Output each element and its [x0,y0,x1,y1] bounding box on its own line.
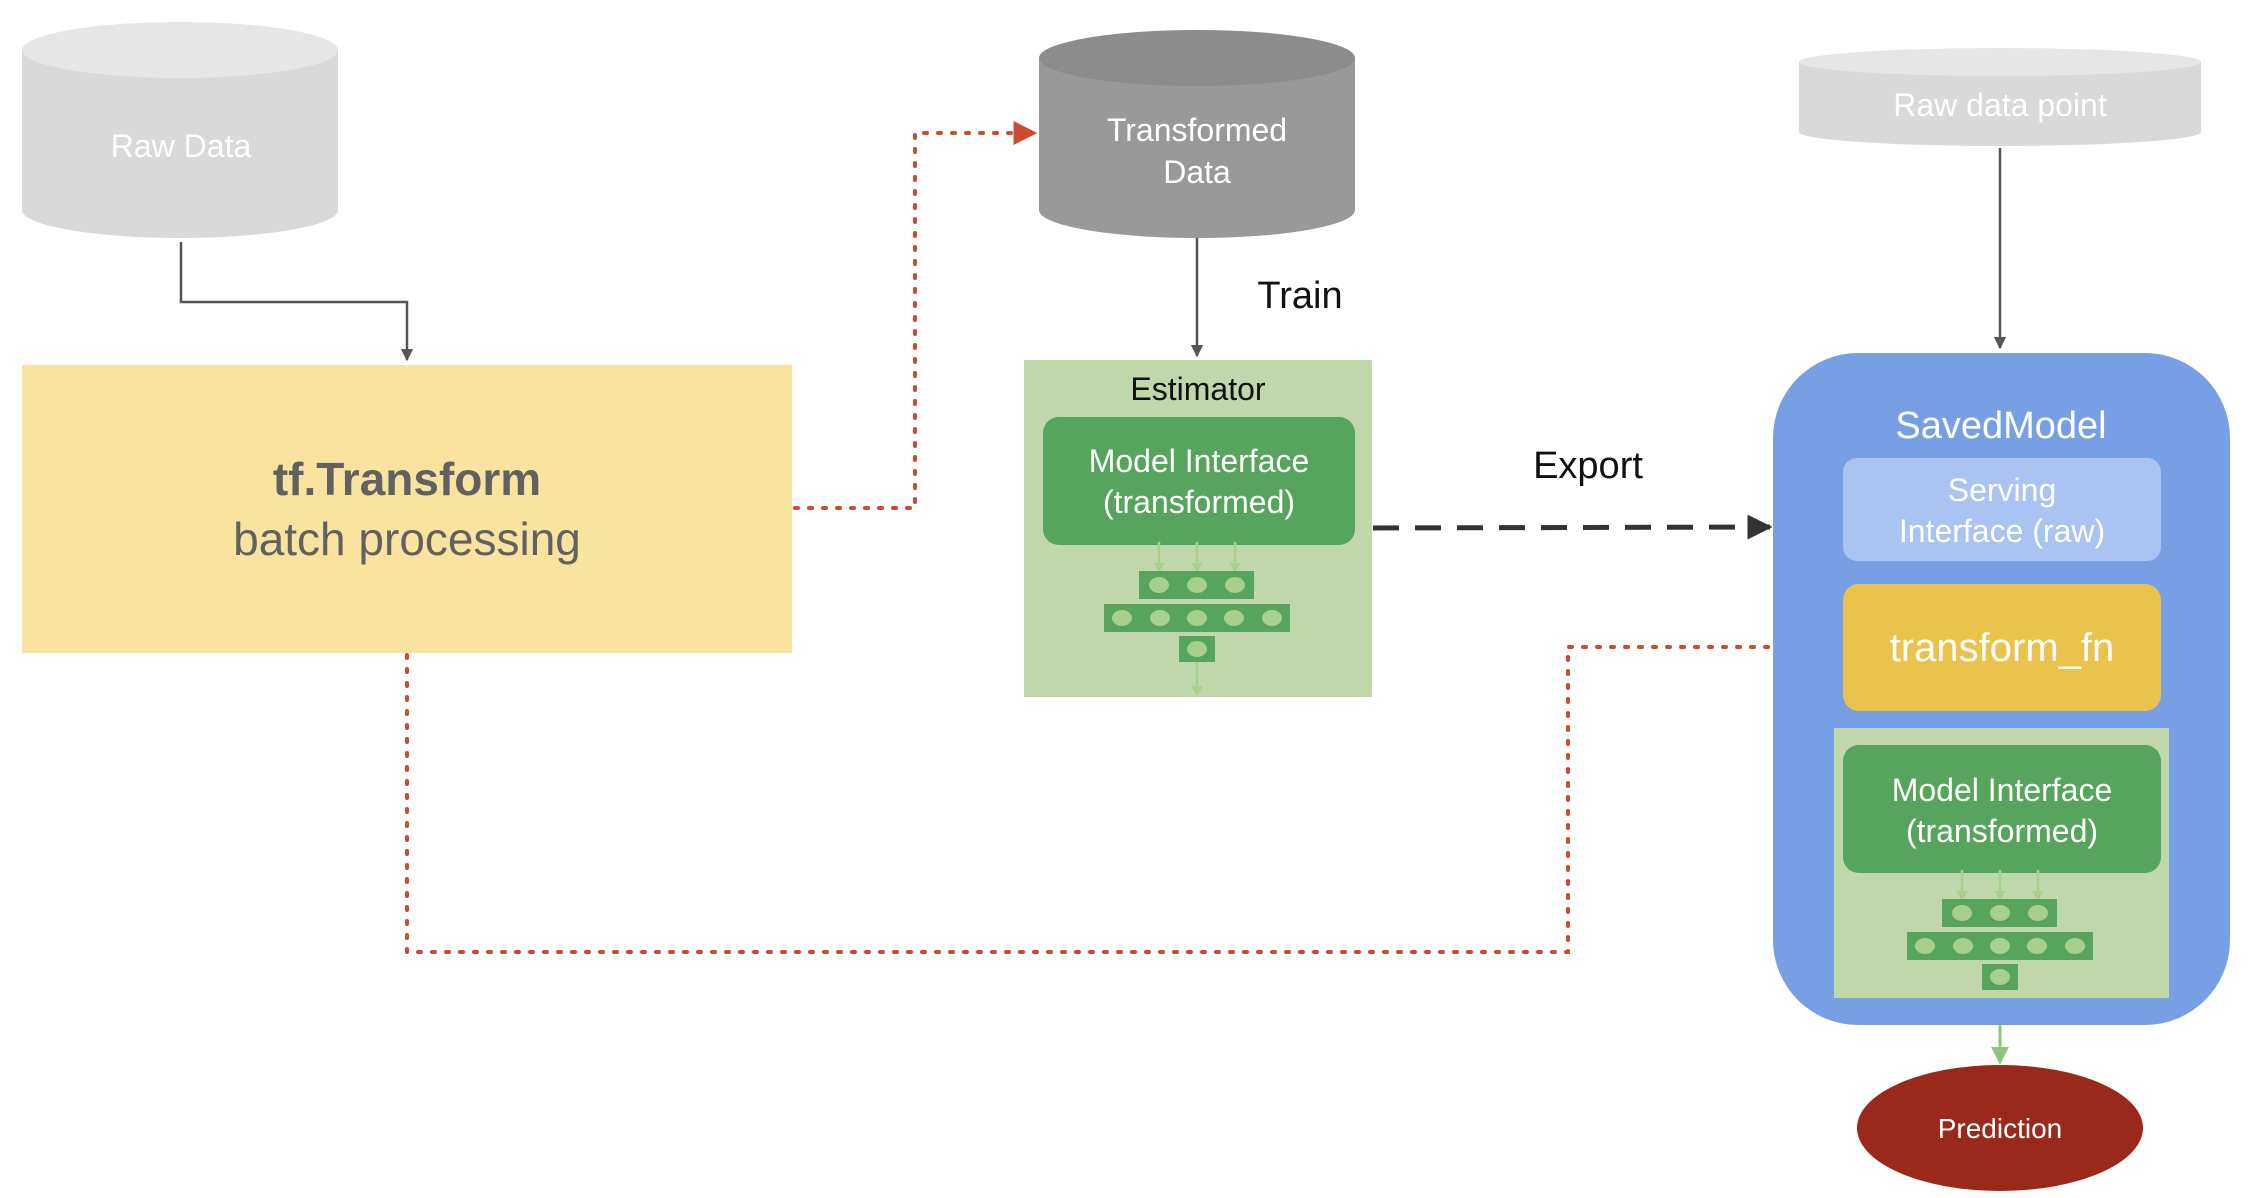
transformed-data-label-line1: Transformed [1107,112,1287,148]
serving-interface-box [1843,458,2161,561]
estimator-label: Estimator [1130,371,1265,407]
serving-interface-line2: Interface (raw) [1899,513,2105,549]
edge-train: Train [1190,238,1343,358]
estimator-model-line1: Model Interface [1089,443,1310,479]
prediction-node: Prediction [1857,1065,2143,1191]
saved-model-model-interface [1843,745,2161,873]
tf-transform-box: tf.Transform batch processing [22,365,792,653]
tf-transform-subtitle: batch processing [233,513,581,565]
transform-fn-box [1843,584,2161,711]
saved-model-model-line2: (transformed) [1906,813,2098,849]
edge-raw-data-to-transform [179,242,414,362]
raw-data-point-cylinder: Raw data point [1799,48,2201,146]
transform-fn-label: transform_fn [1890,626,2115,670]
raw-data-label: Raw Data [111,128,252,164]
tf-transform-title: tf.Transform [273,453,541,505]
transformed-data-cylinder: Transformed Data [1039,30,1355,238]
saved-model-label: SavedModel [1895,405,2106,447]
train-label: Train [1257,275,1342,317]
estimator-model-line2: (transformed) [1103,484,1295,520]
edge-transform-to-transform-fn [405,635,1843,954]
estimator-model-interface [1043,417,1355,545]
saved-model-container: SavedModel Serving Interface (raw) trans… [1773,353,2230,1025]
export-label: Export [1533,445,1643,487]
saved-model-network-icon [1907,870,2093,990]
raw-data-point-label: Raw data point [1893,87,2107,123]
edge-transform-to-transformed-data [793,121,1038,510]
prediction-label: Prediction [1938,1113,2063,1144]
edge-export: Export [1372,445,1773,540]
transformed-data-label-line2: Data [1163,154,1231,190]
raw-data-cylinder: Raw Data [22,22,338,238]
serving-interface-line1: Serving [1948,472,2057,508]
estimator-network-icon [1104,542,1290,696]
estimator-box: Estimator Model Interface (transformed) [1024,360,1372,697]
saved-model-model-line1: Model Interface [1892,772,2113,808]
